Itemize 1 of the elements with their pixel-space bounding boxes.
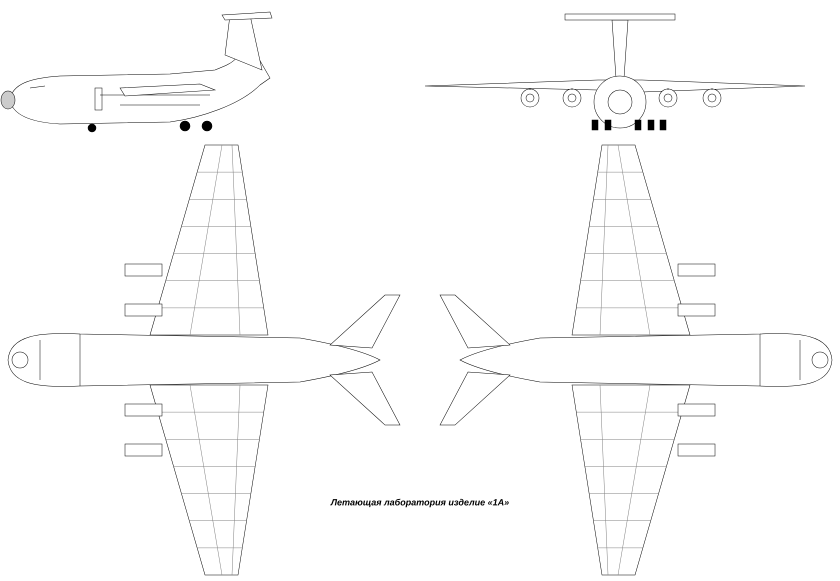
caption: Летающая лаборатория изделие «1А» [330, 498, 509, 508]
